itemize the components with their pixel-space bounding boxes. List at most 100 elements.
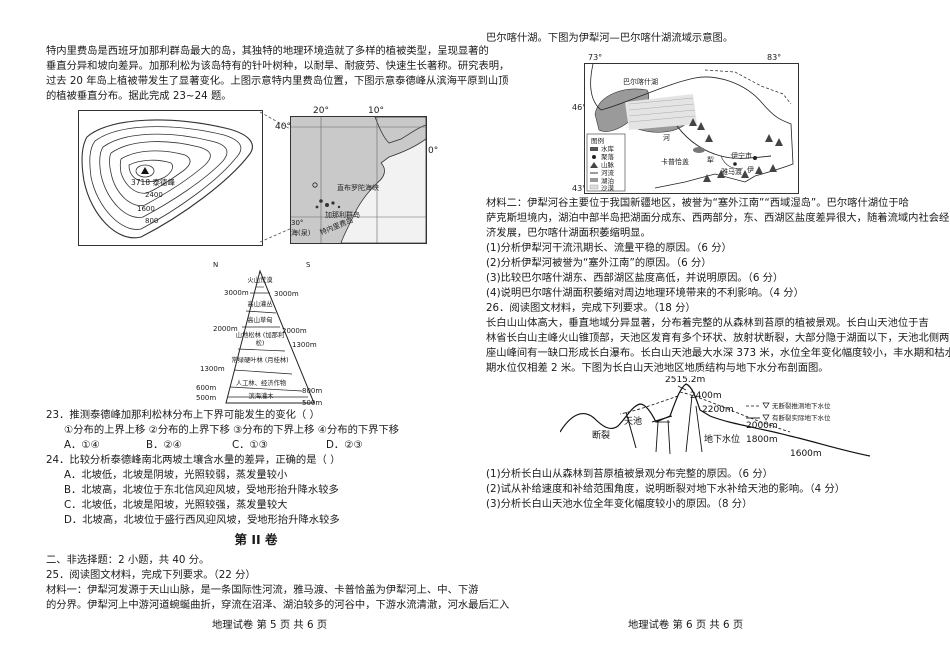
legend-no-fault: 无断裂推测地下水位: [772, 401, 831, 410]
legend-desert: 沙漠: [601, 183, 615, 192]
basin-svg: 图例 水库 聚落 山脉 河流 湖泊 沙漠 巴尔喀什湖 河 卡普恰盖 犁 伊宁市 …: [586, 63, 794, 192]
lat30-label: 30°: [291, 219, 303, 227]
zone-alpine-meadow: 高山草甸: [247, 317, 273, 324]
zonation-svg: [225, 269, 315, 404]
section2-heading: 二、非选择题：2 小题，共 40 分。: [46, 554, 210, 566]
islands-label: 加那利群岛: [325, 210, 360, 219]
material2-line2: 萨克斯坦境内，湖泊中部半岛把湖面分成东、西两部分，东、西湖区盐度差异很大，随着流…: [486, 212, 950, 224]
contour-1600-label: 1600: [137, 205, 155, 213]
q24-option-b: B．北坡高，北坡位于东北信风迎风坡，受地形抬升降水较多: [64, 484, 339, 496]
legend-reservoir: 水库: [601, 144, 615, 153]
material2-line1: 材料二：伊犁河谷主要位于我国新疆地区，被誉为“塞外江南”“西域湿岛”。巴尔喀什湖…: [486, 197, 909, 209]
q26-head: 26．阅读图文材料，完成下列要求。（18 分）: [486, 302, 696, 314]
q24-stem: 24．比较分析泰德峰南北两坡土壤含水量的差异，正确的是（ ）: [46, 454, 341, 466]
legend-river: 河流: [601, 168, 615, 177]
q26-sub3: (3)分析长白山天池水位全年变化幅度较小的原因。（8 分）: [486, 498, 753, 510]
right-footer: 地理试卷 第 6 页 共 6 页: [628, 619, 744, 631]
sea-label: 海(泉): [291, 228, 311, 237]
contour-2400-label: 2400: [145, 191, 163, 199]
right-alt-500: 500m: [302, 399, 323, 407]
q26-sub1: (1)分析长白山从森林到苔原植被景观分布完整的原因。（6 分）: [486, 468, 773, 480]
right-intro: 巴尔喀什湖。下图为伊犁河—巴尔喀什湖流域示意图。: [486, 32, 734, 44]
material2-line3: 济发展，巴尔喀什湖面积萎缩明显。: [486, 227, 651, 239]
left-alt-2000: 2000m: [213, 325, 238, 333]
alt-1600: 1600m: [790, 449, 822, 459]
zone-plantation: 人工林、经济作物: [235, 380, 287, 387]
alt-2200: 2200m: [702, 405, 734, 415]
intro-line-4: 的植被垂直分布。据此完成 23~24 题。: [46, 90, 232, 102]
location-svg: 直布罗陀海峡 加那利群岛 30° 海(泉) 特内里费岛: [291, 116, 427, 244]
intro-line-2: 垂直分异和坡向差异。加那利松为该岛特有的针叶树种，以耐旱、耐疲劳、快速生长著称。…: [46, 60, 510, 72]
zone-alpine-shrub: 高山灌丛: [247, 301, 273, 308]
q23-option-a: A．①④: [64, 439, 100, 451]
ili-basin-map: 图例 水库 聚落 山脉 河流 湖泊 沙漠 巴尔喀什湖 河 卡普恰盖 犁 伊宁市 …: [584, 63, 799, 194]
lat0-label: 0°: [428, 146, 439, 156]
peak-triangle-icon: [141, 167, 149, 174]
alt-2400: 2400m: [690, 391, 722, 401]
kapchagai-label: 卡普恰盖: [661, 157, 689, 166]
river-he-label: 河: [663, 134, 670, 142]
intro-line-3: 过去 20 年岛上植被带发生了显著变化。上图示意特内里费岛位置，下图示意泰德峰从…: [46, 75, 509, 87]
q26-text-line1: 长白山山体高大，垂直地域分异显著，分布着完整的从森林到苔原的植被景观。长白山天池…: [486, 317, 929, 329]
legend-lake: 湖泊: [601, 176, 614, 185]
q23-items: ①分布的上界上移 ②分布的上界下移 ③分布的下界上移 ④分布的下界下移: [64, 424, 400, 436]
contour-800-label: 800: [145, 217, 158, 225]
contour-svg: 3718 泰德峰 2400 1600 800: [81, 119, 253, 239]
left-alt-500: 500m: [196, 394, 217, 402]
li-label: 犁: [707, 155, 714, 164]
strait-label: 直布罗陀海峡: [337, 183, 379, 192]
q26-sub2: (2)试从补给速度和补给范围角度，说明断裂对地下水补给天池的影响。（4 分）: [486, 483, 846, 495]
right-alt-3000: 3000m: [274, 290, 299, 298]
peak-alt: 2515.2m: [665, 376, 705, 385]
legend-title: 图例: [591, 136, 604, 145]
yi-label: 伊: [747, 165, 754, 174]
q23-option-d: D．②③: [326, 439, 363, 451]
peak-label: 3718 泰德峰: [131, 177, 175, 187]
yining-label: 伊宁市: [731, 151, 752, 160]
intro-line-1: 特内里费岛是西班牙加那利群岛最大的岛，其独特的地理环境造就了多样的植被类型，呈现…: [46, 45, 489, 57]
tenerife-contour-map: 3718 泰德峰 2400 1600 800: [78, 110, 263, 246]
q24-option-c: C．北坡低，北坡是阳坡，光照较强，蒸发量较大: [64, 499, 288, 511]
legend-settlement: 聚落: [601, 152, 615, 161]
q24-option-d: D．北坡高，北坡位于盛行西风迎风坡，受地形抬升降水较多: [64, 514, 340, 526]
right-alt-1300: 1300m: [292, 341, 317, 349]
q25-material1-line2: 的分界。伊犁河上中游河道蜿蜒曲折，穿流在沼泽、湖泊较多的河谷中，下游水流清澈，河…: [46, 599, 510, 611]
alt-2000: 2000m: [746, 421, 778, 431]
lon10-label: 10°: [368, 106, 384, 116]
groundwater-label: 地下水位: [704, 433, 740, 445]
yamadu-label: 雅马渡: [721, 167, 742, 176]
cross-section-svg: 无断裂推测地下水位 有断裂实际地下水位 2515.2m 2400m 2200m …: [560, 376, 870, 459]
q26-text-line2: 林省长白山主峰火山锥顶部，天池区发育有多个环状、放射状断裂，大部分隐于湖面以下，…: [486, 332, 950, 344]
lon73-label: 73°: [588, 53, 603, 62]
north-label: N: [213, 261, 219, 269]
zone-laurel-forest: 常绿硬叶林 (月桂林): [231, 357, 289, 364]
tianchi-label: 天池: [624, 415, 642, 427]
q24-option-a: A．北坡低，北坡是阴坡，光照较弱，蒸发量较小: [64, 469, 288, 481]
section-title: 第 II 卷: [234, 532, 278, 547]
zone-volcanic-desert: 火山荒漠: [247, 277, 273, 284]
lat46-label: 46°: [572, 103, 587, 112]
left-footer: 地理试卷 第 5 页 共 6 页: [212, 619, 328, 631]
q23-option-b: B．②④: [146, 439, 182, 451]
fault-label: 断裂: [592, 429, 610, 441]
right-alt-800: 800m: [302, 387, 323, 395]
legend-mountain: 山脉: [601, 160, 615, 169]
alt-1800: 1800m: [746, 435, 778, 445]
q25-material1-line1: 材料一：伊犁河发源于天山山脉，是一条国际性河流，雅马渡、卡普恰盖为伊犁河上、中、…: [46, 584, 479, 596]
lon83-label: 83°: [767, 53, 782, 62]
q25-sub3: (3)比较巴尔喀什湖东、西部湖区盐度高低，并说明原因。（6 分）: [486, 272, 784, 284]
zone-coastal-shrub: 滨海灌木: [248, 393, 274, 400]
left-alt-600: 600m: [196, 384, 217, 392]
q25-sub2: (2)分析伊犁河被誉为“塞外江南”的原因。（6 分）: [486, 257, 712, 269]
q26-text-line4: 期水位仅相差 2 米。下图为长白山天池地区地质结构与地下水分布剖面图。: [486, 362, 829, 374]
left-alt-3000: 3000m: [224, 289, 249, 297]
lon20-label: 20°: [313, 106, 329, 116]
canary-location-map: 直布罗陀海峡 加那利群岛 30° 海(泉) 特内里费岛: [290, 116, 427, 244]
lake-label: 巴尔喀什湖: [623, 77, 658, 86]
q23-option-c: C．①③: [232, 439, 268, 451]
legend-fault: 有断裂实际地下水位: [772, 413, 831, 422]
connector-lines: [259, 111, 293, 243]
lat40-label: 40°: [275, 122, 291, 132]
q25-head: 25．阅读图文材料，完成下列要求。（22 分）: [46, 569, 256, 581]
q26-text-line3: 座山峰间有一缺口形成长白瀑布。长白山天池最大水深 373 米，水位全年变化幅度较…: [486, 347, 950, 359]
